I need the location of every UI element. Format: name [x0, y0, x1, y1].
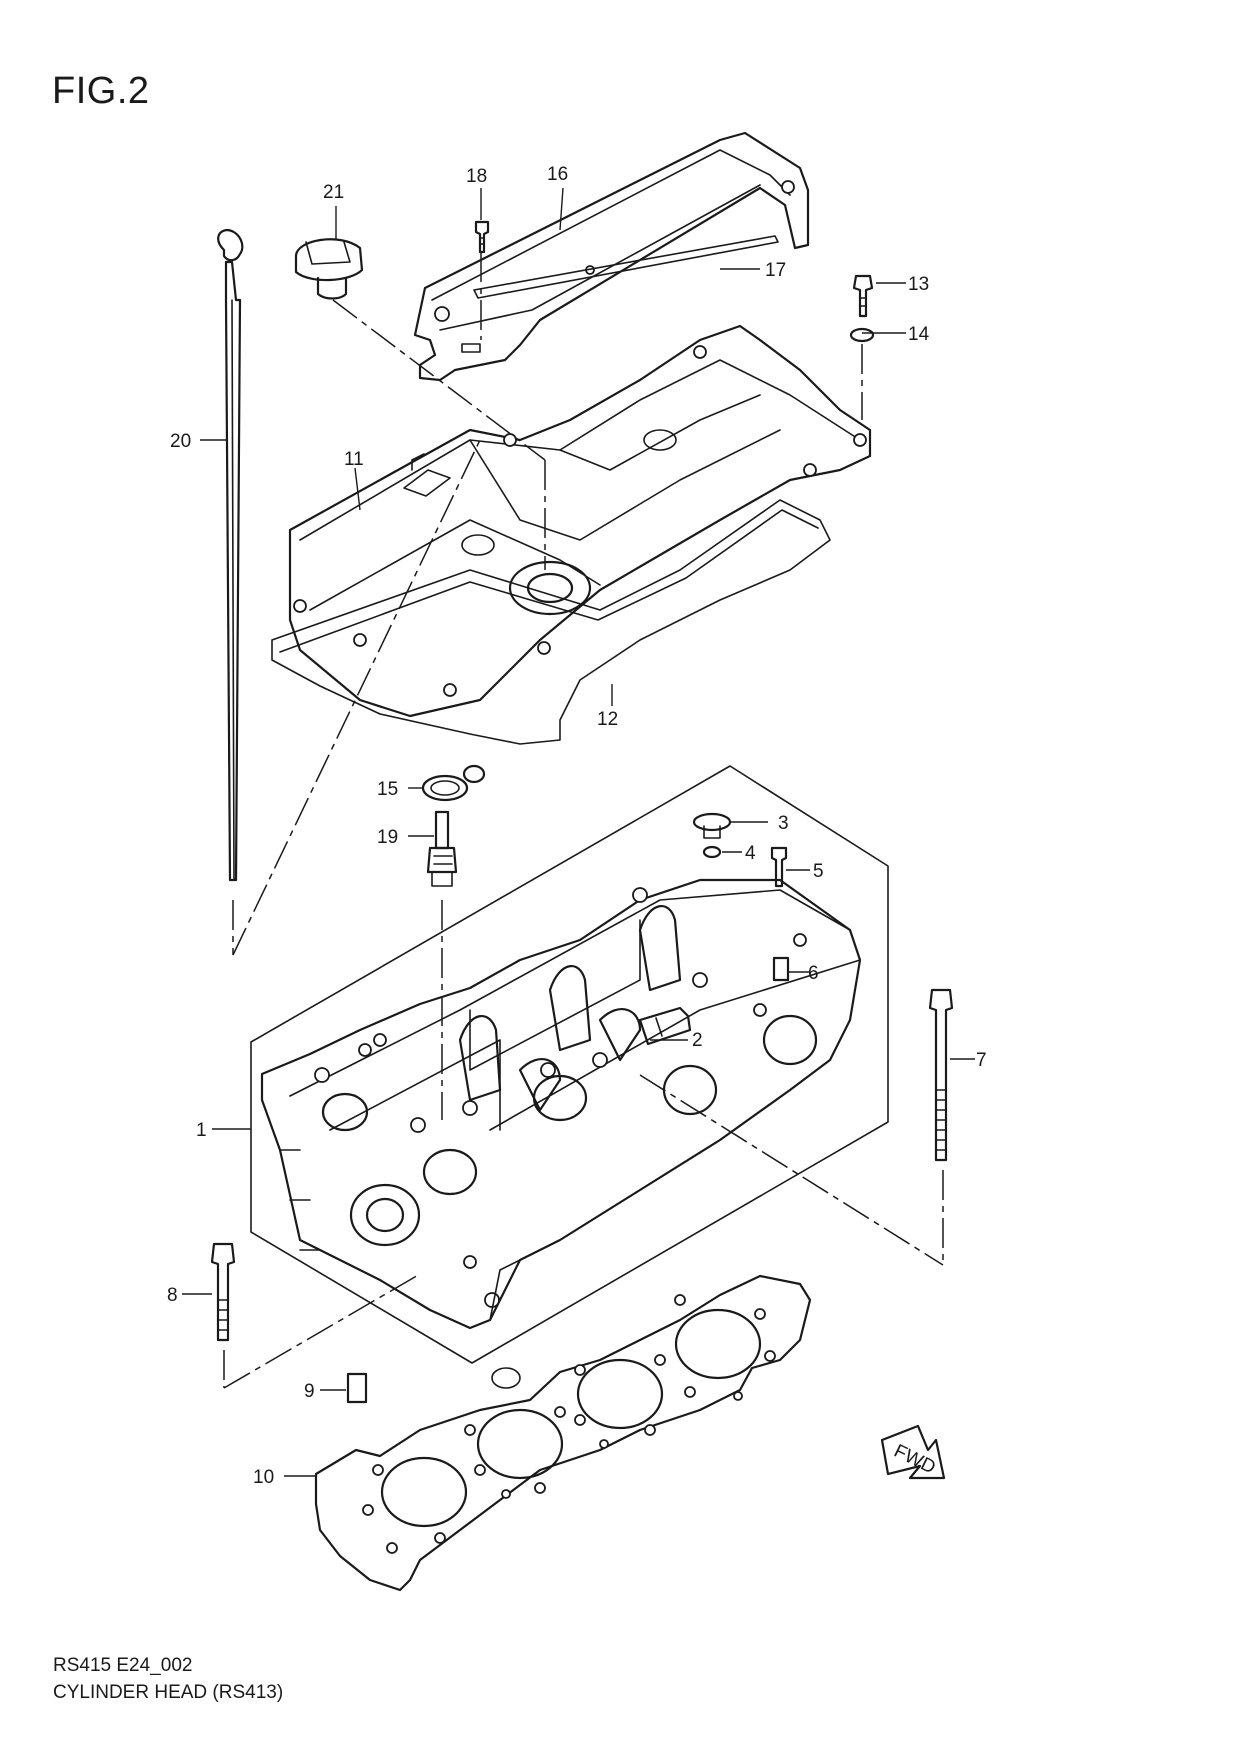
callout-3: 3	[778, 813, 789, 834]
forward-arrow-icon: FWD	[880, 1424, 946, 1480]
head-gasket-part	[314, 1274, 812, 1592]
cap-3-part	[692, 812, 732, 839]
pin-6-part	[772, 956, 790, 982]
callout-13: 13	[908, 274, 929, 295]
callout-17: 17	[765, 260, 786, 281]
leader-lines	[182, 187, 975, 1477]
engine-cover-part	[413, 131, 810, 382]
figure-caption: CYLINDER HEAD (RS413)	[53, 1682, 284, 1703]
callout-5: 5	[813, 861, 824, 882]
bolt-5-part	[770, 846, 788, 888]
callout-4: 4	[745, 843, 756, 864]
callout-6: 6	[808, 963, 819, 984]
callout-10: 10	[253, 1467, 274, 1488]
callout-2: 2	[692, 1030, 703, 1051]
callout-numbers: 1 2 3 4 5 6 7 8 9 10 11 12 13 14 15 16 1…	[167, 164, 987, 1488]
bolt-18-part	[474, 220, 490, 254]
cylinder-head-part	[250, 765, 889, 1364]
callout-18: 18	[466, 166, 487, 187]
figure-code: RS415 E24_002	[53, 1655, 193, 1676]
callout-20: 20	[170, 431, 191, 452]
seal-15-part	[421, 764, 486, 802]
washer-14-part	[849, 327, 875, 343]
cover-gasket-part	[271, 499, 831, 745]
bolt-2-part	[638, 1006, 692, 1046]
dipstick-part	[217, 228, 244, 882]
bolt-8-part	[210, 1242, 236, 1342]
callout-12: 12	[597, 709, 618, 730]
seal-strip-part	[473, 235, 779, 299]
bolt-13-part	[852, 274, 874, 318]
callout-16: 16	[547, 164, 568, 185]
spark-plug-part	[426, 810, 458, 887]
callout-9: 9	[304, 1381, 315, 1402]
washer-4-part	[702, 845, 722, 859]
callout-15: 15	[377, 779, 398, 800]
callout-11: 11	[344, 449, 364, 470]
long-bolt-7-part	[928, 988, 954, 1162]
oil-filler-cap-part	[294, 238, 364, 300]
callout-7: 7	[976, 1050, 987, 1071]
cylinder-head-cover-part	[288, 324, 872, 718]
figure-title: FIG.2	[52, 70, 150, 112]
callout-19: 19	[377, 827, 398, 848]
pin-9-part	[346, 1372, 368, 1404]
callout-14: 14	[908, 324, 930, 345]
callout-8: 8	[167, 1285, 178, 1306]
callout-21: 21	[323, 182, 344, 203]
callout-1: 1	[196, 1120, 207, 1141]
